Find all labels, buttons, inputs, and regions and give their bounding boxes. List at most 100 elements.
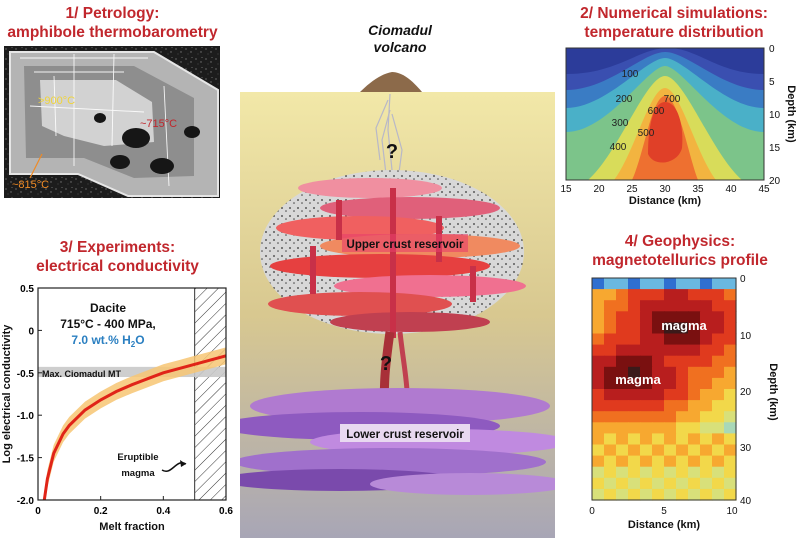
- mt-cell: [676, 444, 689, 457]
- mt-ylabel: Depth (km): [767, 363, 779, 421]
- mt-cell: [652, 366, 665, 379]
- conditions-label: 715°C - 400 MPa,: [60, 317, 156, 331]
- mt-cell: [688, 466, 701, 479]
- mt-cell: [616, 488, 629, 501]
- mt-cell: [676, 344, 689, 357]
- mt-cell: [640, 355, 653, 368]
- mt-cell: [664, 433, 677, 446]
- mt-cell: [616, 455, 629, 468]
- mt-cell: [664, 377, 677, 390]
- mt-cell: [712, 411, 725, 423]
- mt-xtick: 10: [726, 506, 738, 517]
- mt-cell: [592, 422, 605, 434]
- mt-cell: [700, 477, 713, 490]
- mt-cell: [712, 422, 725, 434]
- mt-cell: [604, 322, 617, 335]
- mt-cell: [724, 311, 737, 323]
- mt-cell: [700, 311, 713, 323]
- mt-cell: [664, 300, 677, 312]
- mt-cell: [616, 466, 629, 479]
- mt-cell: [640, 322, 653, 335]
- mt-cell: [676, 422, 689, 434]
- question-mark-upper: ?: [386, 141, 398, 163]
- mt-cell: [712, 366, 725, 379]
- mt-cell: [604, 422, 617, 434]
- mt-cell: [664, 455, 677, 468]
- mt-cell: [592, 411, 605, 423]
- mt-cell: [616, 355, 629, 368]
- mt-cell: [652, 466, 665, 479]
- mt-cell: [640, 344, 653, 357]
- mt-cell: [676, 400, 689, 412]
- mt-cell: [712, 455, 725, 468]
- simulation-title-line2: temperature distribution: [584, 24, 764, 41]
- mt-cell: [688, 278, 701, 290]
- ec-ytick: 0.5: [20, 284, 34, 295]
- mt-ytick: 20: [740, 387, 752, 398]
- mt-cell: [604, 466, 617, 479]
- mt-cell: [724, 344, 737, 357]
- upper-label-bg: [342, 234, 468, 252]
- mt-cell: [676, 466, 689, 479]
- mt-cell: [676, 366, 689, 379]
- mt-cell: [724, 278, 737, 290]
- mt-cell: [628, 322, 641, 335]
- mt-cell: [592, 444, 605, 457]
- geophysics-title-line2: magnetotellurics profile: [592, 252, 768, 269]
- mt-cell: [700, 422, 713, 434]
- mt-cell: [688, 322, 701, 335]
- mt-cell: [604, 333, 617, 346]
- contour-100: 100: [622, 69, 639, 80]
- volcano-title-line2: volcano: [373, 39, 427, 55]
- mt-cell: [640, 400, 653, 412]
- mt-cell: [592, 311, 605, 323]
- upper-reservoir-label: Upper crust reservoir: [347, 239, 464, 251]
- mt-cell: [592, 466, 605, 479]
- mt-cell: [676, 411, 689, 423]
- sim-xtick: 25: [626, 184, 638, 195]
- mt-cell: [676, 322, 689, 335]
- sim-ytick: 10: [769, 110, 781, 121]
- mt-cell: [688, 311, 701, 323]
- mt-cell: [724, 433, 737, 446]
- mt-cell: [592, 333, 605, 346]
- magma-upper-label: magma: [661, 318, 707, 333]
- mt-cell: [724, 400, 737, 412]
- mt-cell: [700, 455, 713, 468]
- mt-cell: [700, 289, 713, 301]
- mt-cell: [700, 300, 713, 312]
- mt-cell: [664, 411, 677, 423]
- mt-cell: [652, 322, 665, 335]
- mt-cell: [676, 389, 689, 401]
- mt-cell: [712, 289, 725, 301]
- experiments-title: 3/ Experiments: electrical conductivity: [0, 238, 235, 276]
- mt-cell: [616, 366, 629, 379]
- volcano-cross-section: Upper crust reservoir Lower crust reserv…: [240, 72, 555, 538]
- mt-cell: [628, 278, 641, 290]
- label-815-pointer: [29, 153, 43, 179]
- sim-ytick: 20: [769, 176, 781, 187]
- question-mark-lower: ?: [380, 353, 392, 375]
- mt-cell: [652, 411, 665, 423]
- mt-cell: [688, 289, 701, 301]
- mt-cell: [664, 333, 677, 346]
- mt-cell: [688, 422, 701, 434]
- mt-cell: [652, 278, 665, 290]
- mt-cell: [604, 300, 617, 312]
- mt-cell: [688, 433, 701, 446]
- eruptible-label-line2: magma: [121, 468, 155, 479]
- mt-cell: [700, 488, 713, 501]
- temperature-plot: 100 200 300 400 500 600 700 15 20 25 30 …: [560, 44, 797, 207]
- mt-band-label: Max. Ciomadul MT: [42, 369, 122, 379]
- mt-cell: [592, 400, 605, 412]
- mt-cell: [652, 400, 665, 412]
- sim-xtick: 40: [725, 184, 737, 195]
- sim-xtick: 20: [593, 184, 605, 195]
- label-815: ~815°C: [12, 179, 49, 191]
- mt-cell: [628, 466, 641, 479]
- mt-xtick: 0: [589, 506, 595, 517]
- mt-cell: [652, 311, 665, 323]
- mt-cell: [640, 311, 653, 323]
- mt-cell: [664, 422, 677, 434]
- mt-cell: [724, 322, 737, 335]
